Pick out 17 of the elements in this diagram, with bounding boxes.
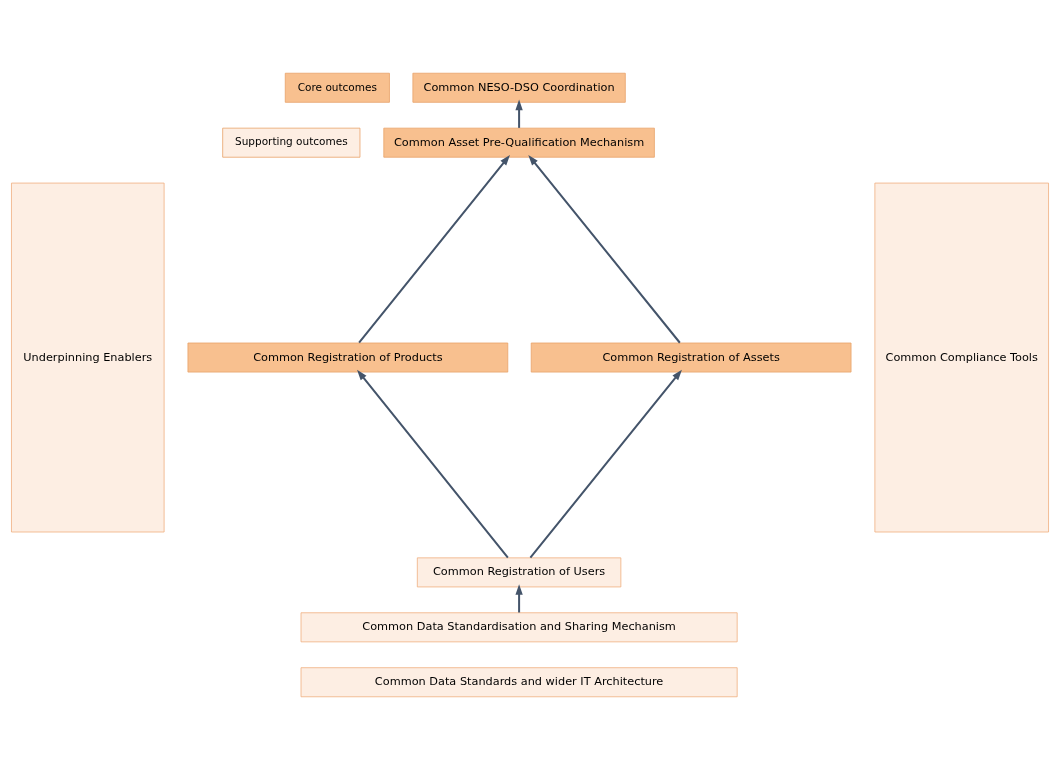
arrow [528, 154, 681, 343]
node-box: Common Data Standards and wider IT Architecture [300, 666, 738, 697]
node-box: Common Registration of Assets [530, 342, 852, 372]
arrow [357, 369, 509, 558]
arrow [515, 583, 523, 612]
arrow [358, 154, 510, 343]
node-box: Common Registration of Users [416, 556, 622, 587]
arrow [515, 99, 523, 128]
legend-label: Supporting outcomes [235, 134, 348, 147]
node-box: Common Compliance Tools [874, 182, 1049, 532]
node-box: Common Asset Pre-Qualification Mechanism [383, 127, 655, 158]
arrow [529, 369, 682, 558]
node-box: Underpinning Enablers [11, 182, 165, 532]
node-box: Common NESO-DSO Coordination [412, 72, 626, 103]
node-box: Common Registration of Products [187, 342, 509, 372]
legend-label: Core outcomes [297, 80, 377, 93]
node-box: Common Data Standardisation and Sharing Mechanism [300, 611, 738, 642]
